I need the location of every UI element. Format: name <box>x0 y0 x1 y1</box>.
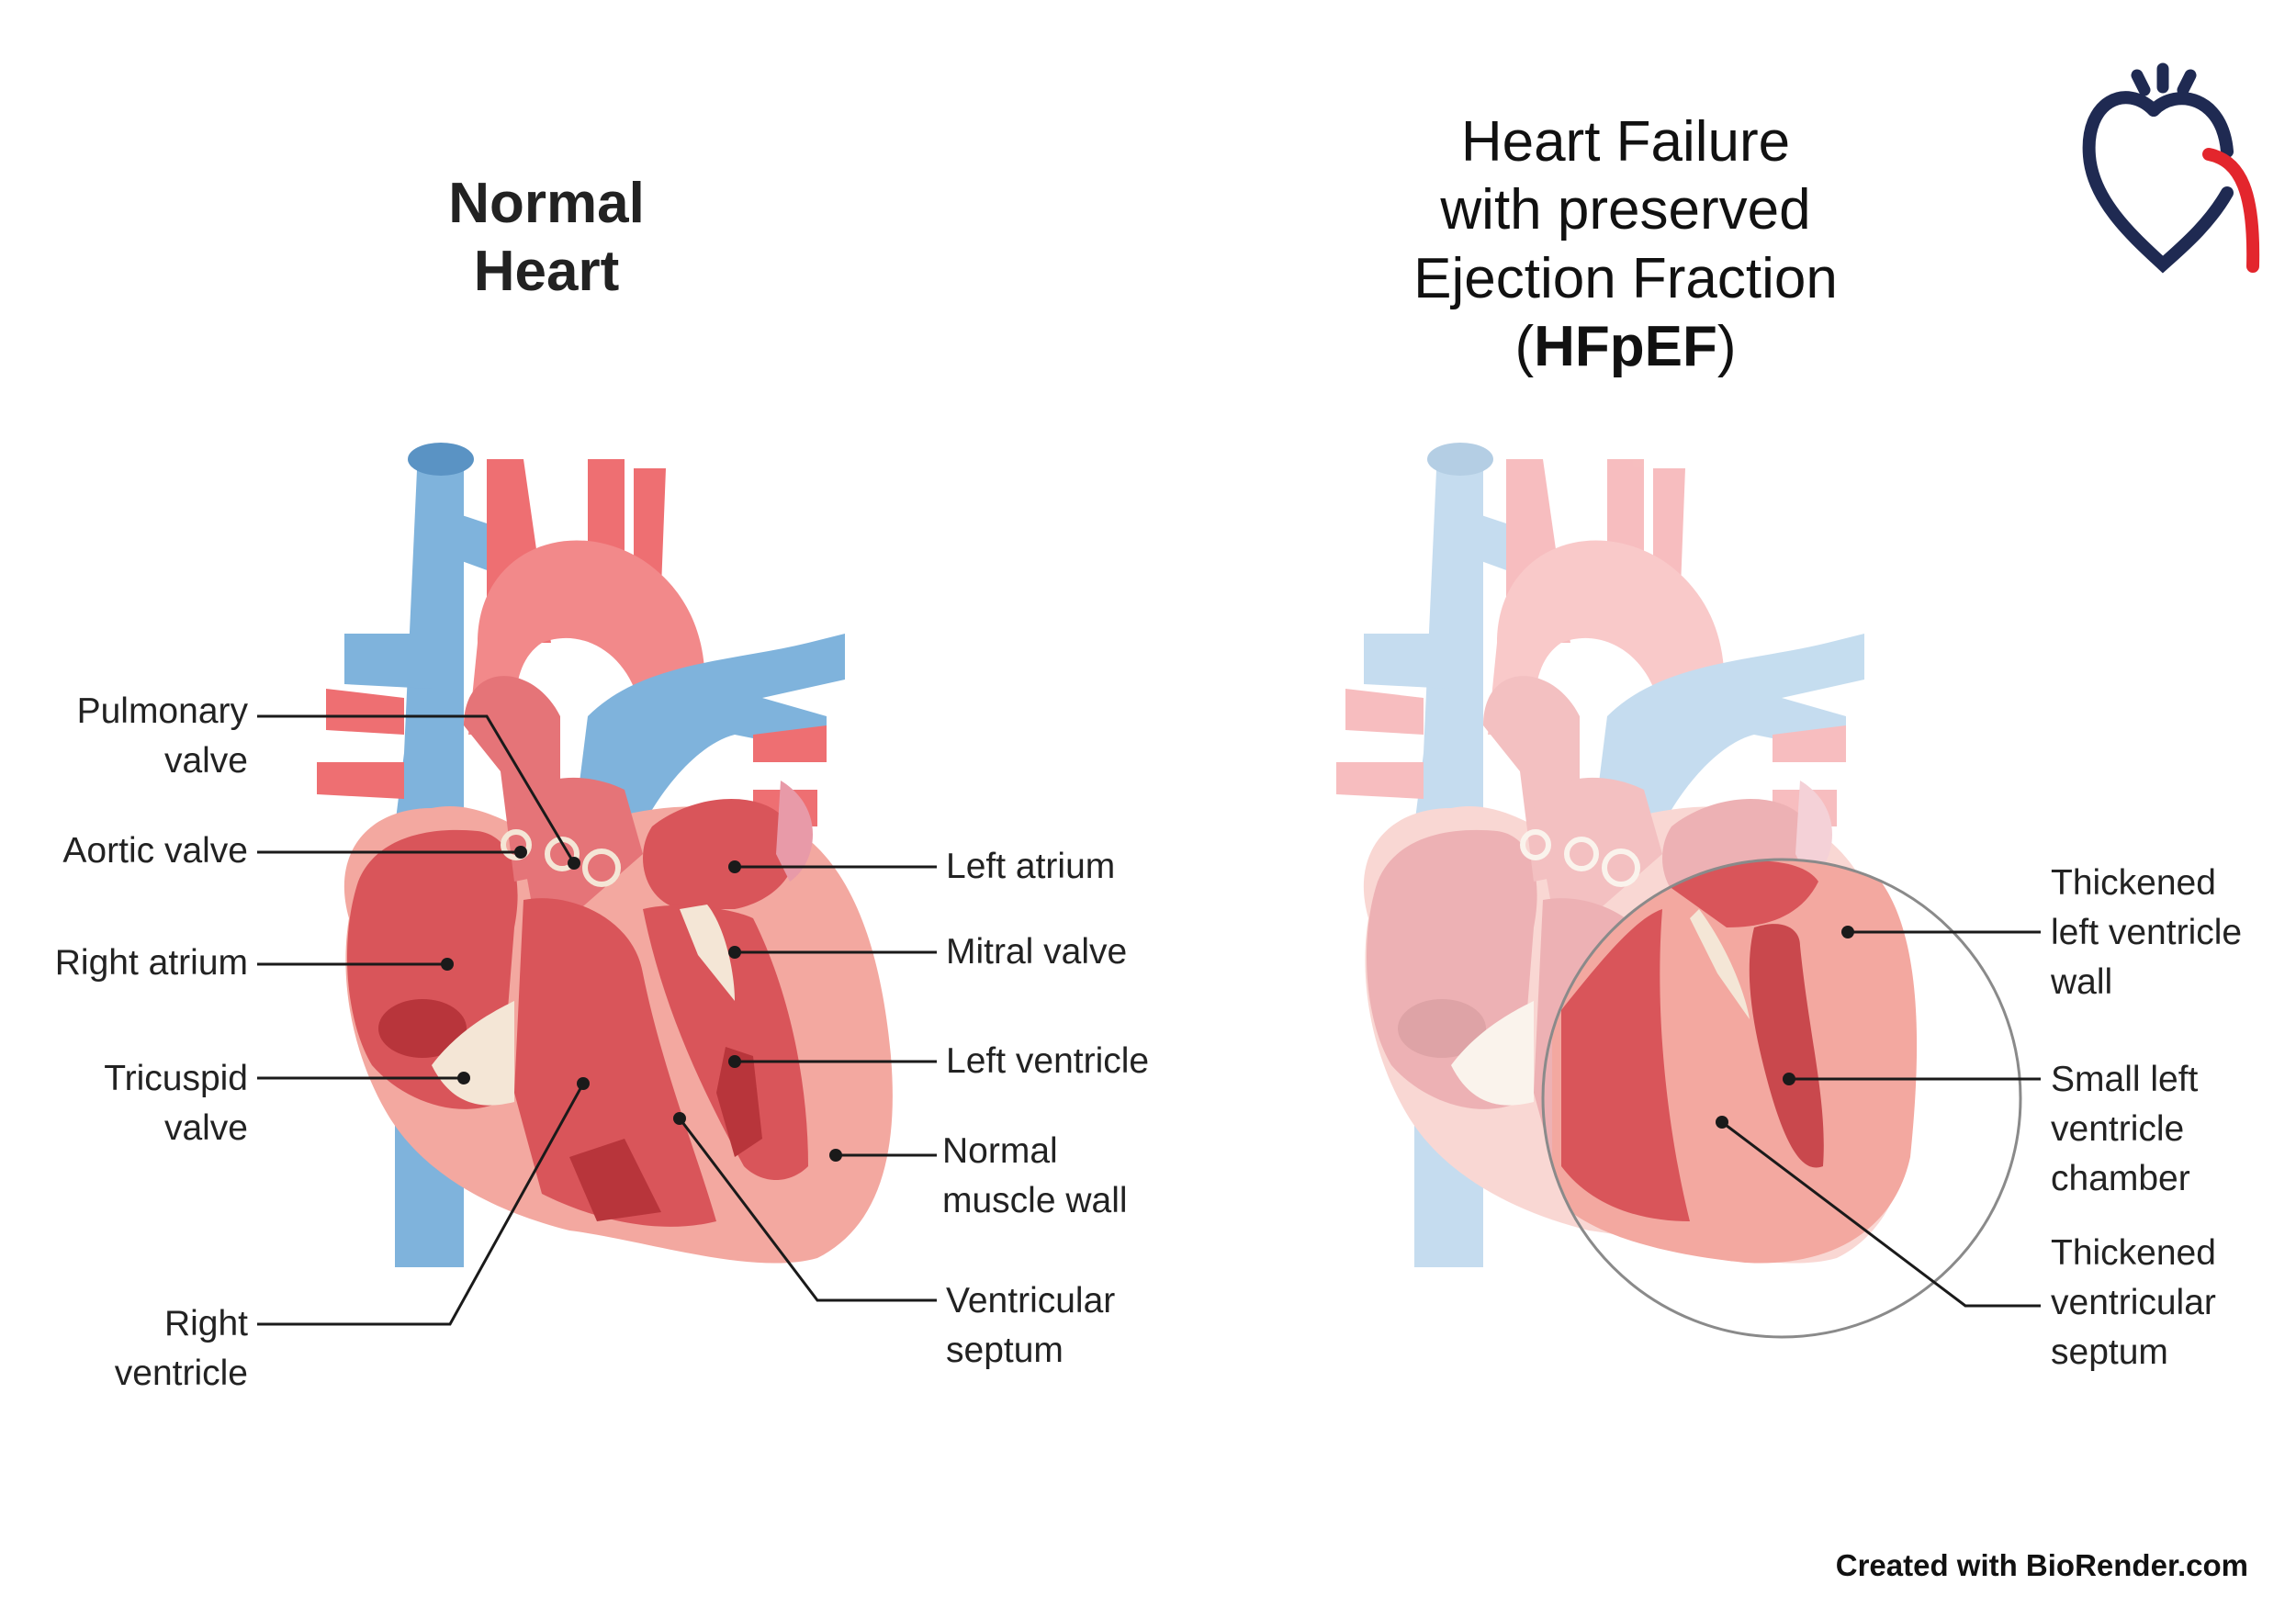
normal-heart-illustration <box>317 443 893 1267</box>
label-left-ventricle: Left ventricle <box>946 1037 1149 1086</box>
hfpef-heart-illustration <box>1336 443 2020 1337</box>
label-mitral-valve: Mitral valve <box>946 927 1127 977</box>
biorender-credit: Created with BioRender.com <box>1836 1548 2248 1607</box>
label-left-atrium: Left atrium <box>946 842 1115 892</box>
label-aortic-valve: Aortic valve <box>28 826 248 876</box>
label-right-atrium: Right atrium <box>18 938 248 988</box>
